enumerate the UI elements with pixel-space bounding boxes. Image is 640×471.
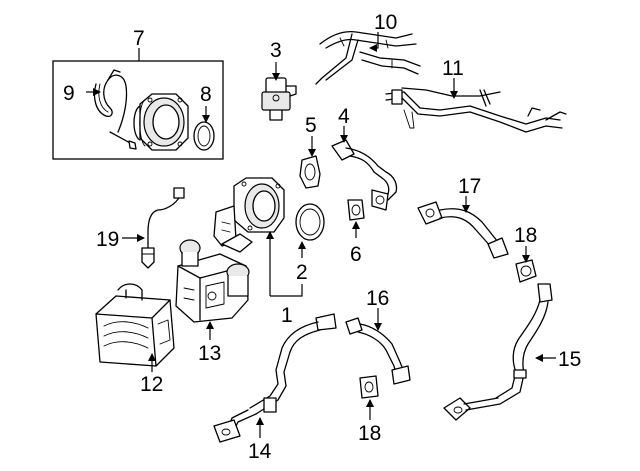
part-5-gasket [299,155,321,189]
callout-7: 7 [133,27,145,50]
callout-2: 2 [296,261,308,284]
callout-8: 8 [200,83,212,106]
part-8-o-ring [193,121,215,151]
callout-6: 6 [350,243,362,266]
callout-12: 12 [140,373,163,396]
part-12-egr-cooler [95,283,175,367]
part-4-egr-tube [331,139,398,211]
part-17-pipe [417,201,509,259]
part-7-bolt [109,131,137,150]
part-11-tube-assembly [385,87,567,133]
callout-16: 16 [366,287,389,310]
part-7-throttle-body [133,93,189,151]
callout-19: 19 [96,228,119,251]
callout-1: 1 [281,304,293,327]
part-9-clip [93,69,128,133]
callout-10: 10 [374,11,397,34]
callout-15: 15 [558,348,581,371]
callout-18-upper: 18 [514,224,537,247]
callout-9: 9 [63,82,75,105]
callout-11: 11 [442,57,464,80]
callout-4: 4 [338,105,350,128]
callout-1-2-bracket [266,231,303,297]
callout-18-lower: 18 [358,422,381,445]
part-15-pipe [443,283,553,421]
part-18-gasket-lower [359,375,379,399]
part-13-egr-valve [175,239,250,323]
callout-14: 14 [248,440,272,463]
callout-3: 3 [270,39,282,62]
part-6-gasket [347,199,365,221]
part-14-pipe [213,313,337,443]
part-16-pipe [345,317,411,385]
callout-13: 13 [198,342,221,365]
callout-labels: 7 9 8 3 10 11 5 4 6 2 1 17 18 19 13 12 1… [63,11,581,463]
callout-5: 5 [305,114,317,137]
part-3-solenoid-valve [261,77,297,121]
part-7-kit-group [52,48,224,160]
part-18-gasket-upper [515,259,537,283]
part-19-sensor [141,187,185,269]
part-2-o-ring [295,203,325,241]
part-10-hose-assembly [315,30,421,85]
callout-17: 17 [458,175,481,198]
callout-leaders [86,32,556,438]
part-1-throttle-body [213,177,285,253]
